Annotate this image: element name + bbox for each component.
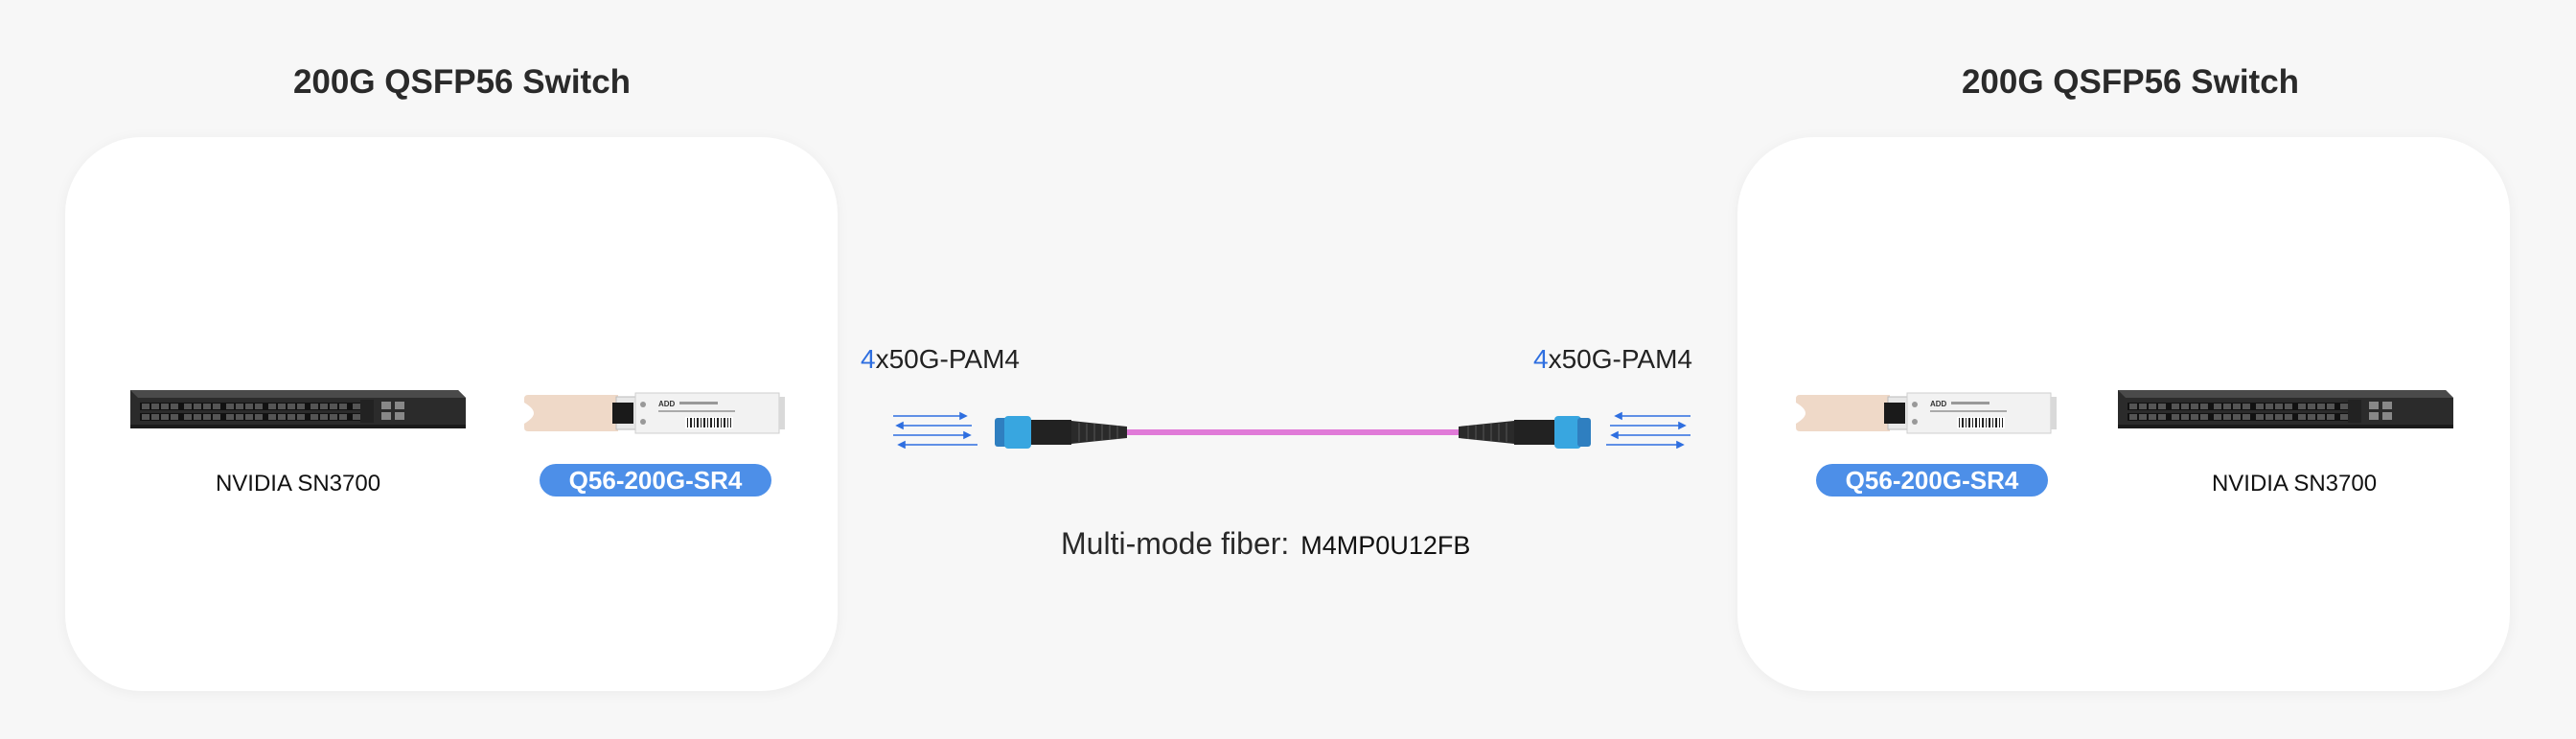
left-lane-count: 4 [861, 344, 876, 374]
left-transceiver-module-icon: ADD [524, 392, 785, 434]
right-lane-rate: x50G-PAM4 [1548, 344, 1692, 374]
right-module-brand: ADD [1930, 400, 1947, 408]
left-lane-rate: x50G-PAM4 [875, 344, 1020, 374]
right-switch-title: 200G QSFP56 Switch [1961, 63, 2300, 101]
left-switch-device-icon [130, 390, 466, 428]
right-lane-count: 4 [1533, 344, 1549, 374]
right-lane-arrows-icon [1606, 411, 1690, 449]
right-switch-label: NVIDIA SN3700 [2211, 471, 2378, 497]
left-switch-label: NVIDIA SN3700 [215, 471, 381, 497]
left-module-badge: Q56-200G-SR4 [540, 464, 771, 497]
right-lane-label: 4x50G-PAM4 [1533, 344, 1692, 375]
right-module-badge: Q56-200G-SR4 [1816, 464, 2048, 497]
right-transceiver-module-icon: ADD [1796, 392, 2057, 434]
left-switch-title: 200G QSFP56 Switch [292, 63, 632, 101]
right-switch-device-icon [2118, 390, 2453, 428]
fiber-type-text: Multi-mode fiber: [1061, 526, 1290, 561]
left-lane-arrows-icon [893, 411, 978, 449]
fiber-type-label: Multi-mode fiber: M4MP0U12FB [1061, 526, 1470, 562]
left-lane-label: 4x50G-PAM4 [861, 344, 1020, 375]
fiber-cable-icon [995, 416, 1591, 449]
left-module-brand: ADD [658, 400, 676, 408]
fiber-part-number: M4MP0U12FB [1300, 531, 1471, 560]
